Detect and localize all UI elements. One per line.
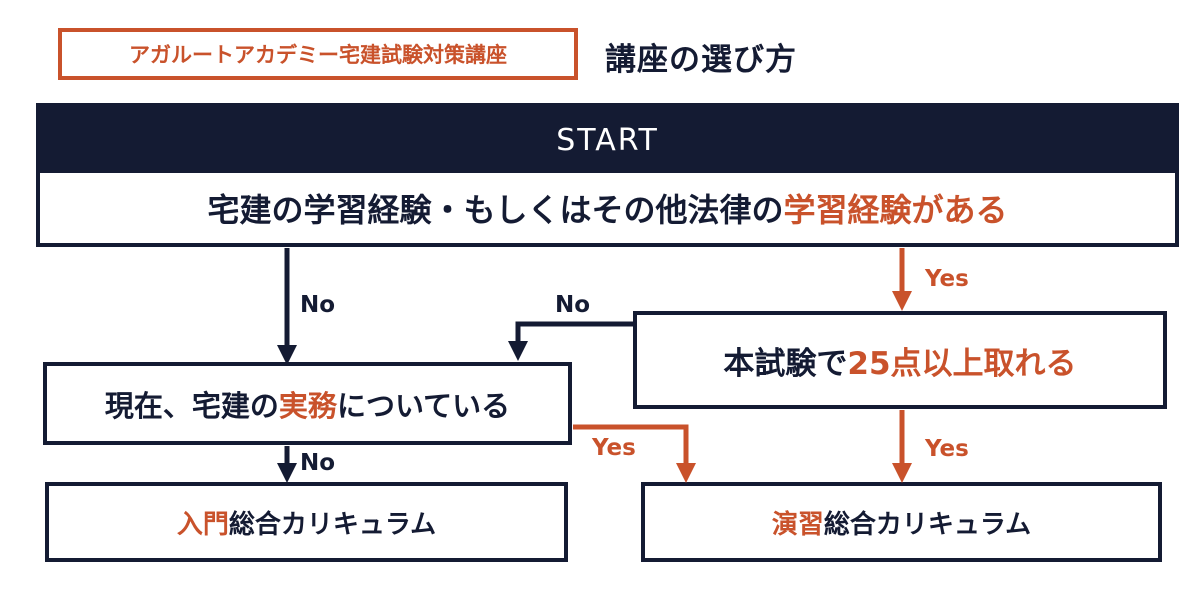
question-study-experience: 宅建の学習経験・もしくはその他法律の学習経験がある	[36, 173, 1179, 247]
start-label: START	[556, 122, 659, 158]
result-practice-curriculum: 演習総合カリキュラム	[641, 482, 1162, 562]
r2-highlight: 演習	[771, 509, 824, 540]
q2-text: 本試験で	[723, 345, 848, 382]
q2-highlight: 25点以上取れる	[847, 345, 1077, 382]
label-q2-yes: Yes	[924, 436, 969, 462]
page-title: 講座の選び方	[605, 41, 797, 78]
result-intro-curriculum: 入門総合カリキュラム	[45, 482, 568, 562]
course-tag-label: アガルートアカデミー宅建試験対策講座	[129, 43, 507, 67]
r1-text: 総合カリキュラム	[228, 509, 437, 540]
r2-text: 総合カリキュラム	[823, 509, 1032, 540]
label-q1-yes: Yes	[924, 266, 969, 292]
label-q3-no: No	[300, 450, 335, 476]
start-node: START	[36, 103, 1179, 177]
label-q3-yes: Yes	[591, 435, 636, 461]
r1-highlight: 入門	[176, 509, 229, 540]
q1-text: 宅建の学習経験・もしくはその他法律の	[207, 191, 784, 229]
course-tag: アガルートアカデミー宅建試験対策講座	[58, 28, 578, 80]
q1-highlight: 学習経験	[783, 191, 912, 229]
arrow-q3-yes	[573, 424, 696, 483]
arrow-q2-no	[508, 321, 633, 361]
q3-text-end: についている	[336, 388, 511, 423]
question-practical-work: 現在、宅建の実務についている	[43, 362, 572, 445]
q3-highlight: 実務	[278, 388, 337, 423]
q1-text-end: がある	[911, 191, 1008, 229]
label-q2-no: No	[555, 292, 590, 318]
q3-text: 現在、宅建の	[104, 388, 279, 423]
label-q1-no: No	[300, 292, 335, 318]
